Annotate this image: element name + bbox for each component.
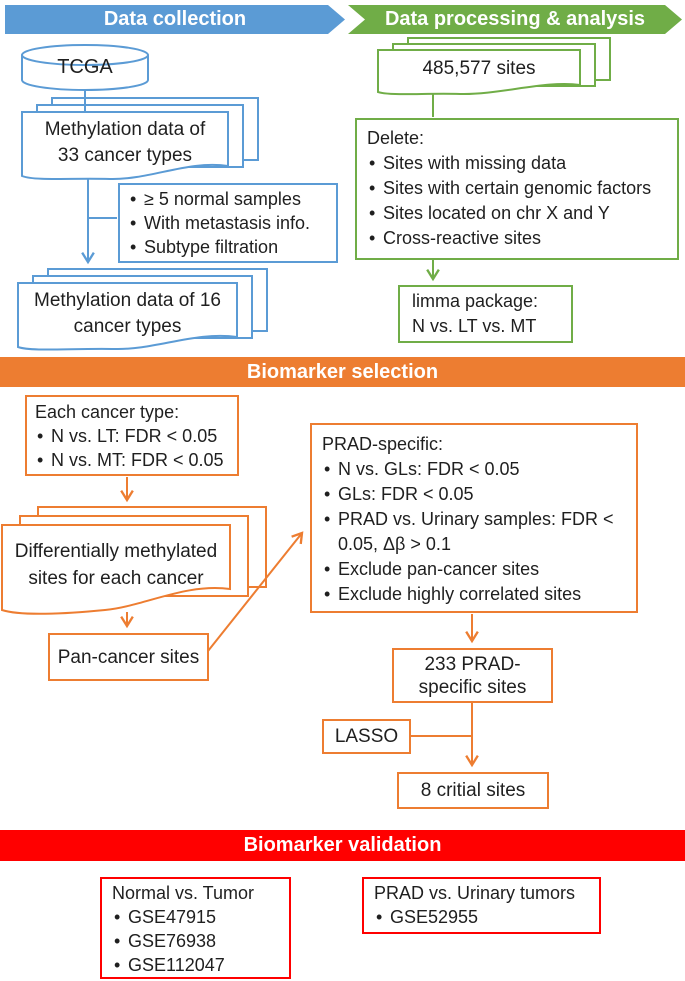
banner-data-processing-label: Data processing & analysis: [384, 8, 646, 30]
prad-specific-title: PRAD-specific:: [322, 434, 444, 454]
tcga-label: TCGA: [57, 56, 113, 78]
banner-data-processing: Data processing & analysis: [348, 5, 682, 34]
prad-bullet: N vs. GLs: FDR < 0.05: [322, 457, 626, 482]
banner-biomarker-selection-label: Biomarker selection: [246, 360, 439, 383]
each-cancer-title: Each cancer type:: [35, 402, 180, 422]
prad-specific-box: PRAD-specific: N vs. GLs: FDR < 0.05 GLs…: [310, 423, 638, 613]
connector-pan-to-prad: [207, 531, 304, 652]
pan-cancer-box: Pan-cancer sites: [48, 633, 209, 681]
prad-vs-urinary-title: PRAD vs. Urinary tumors: [374, 883, 576, 903]
limma-label: limma package: N vs. LT vs. MT: [412, 291, 539, 336]
prad-233-sites-box: 233 PRAD- specific sites: [392, 648, 553, 703]
document-shape: [377, 49, 581, 96]
banner-biomarker-validation-label: Biomarker validation: [243, 834, 442, 856]
banner-biomarker-validation: Biomarker validation: [0, 830, 685, 861]
stack-methylation-16: [17, 268, 268, 351]
delete-criteria-box: Delete: Sites with missing data Sites wi…: [355, 118, 679, 260]
validation-dataset: GSE112047: [112, 953, 279, 977]
normal-vs-tumor-box: Normal vs. Tumor GSE47915 GSE76938 GSE11…: [100, 877, 291, 979]
each-cancer-bullet: N vs. MT: FDR < 0.05: [35, 448, 229, 472]
limma-box: limma package: N vs. LT vs. MT: [398, 285, 573, 343]
banner-data-collection-label: Data collection: [103, 8, 247, 30]
each-cancer-bullet: N vs. LT: FDR < 0.05: [35, 424, 229, 448]
document-shape: [1, 524, 231, 615]
stack-diff-methylated: [1, 506, 267, 615]
diff-methylated-label: Differentially methylated sites for each…: [14, 541, 218, 589]
document-shape: [21, 111, 229, 181]
document-shape: [17, 282, 238, 351]
prad-bullet: Exclude pan-cancer sites: [322, 557, 626, 582]
prad-bullet: PRAD vs. Urinary samples: FDR < 0.05, Δβ…: [322, 507, 626, 557]
normal-vs-tumor-title: Normal vs. Tumor: [112, 883, 255, 903]
lasso-box: LASSO: [322, 719, 411, 754]
banner-biomarker-selection: Biomarker selection: [0, 357, 685, 387]
delete-title: Delete:: [367, 128, 425, 148]
prad-bullet: GLs: FDR < 0.05: [322, 482, 626, 507]
delete-bullet: Cross-reactive sites: [367, 226, 667, 251]
validation-dataset: GSE47915: [112, 905, 279, 929]
filter-bullet: Subtype filtration: [128, 235, 328, 259]
prad-vs-urinary-box: PRAD vs. Urinary tumors GSE52955: [362, 877, 601, 934]
validation-dataset: GSE52955: [374, 905, 589, 929]
sample-filter-box: ≥ 5 normal samples With metastasis info.…: [118, 183, 338, 263]
banner-data-collection: Data collection: [5, 5, 345, 34]
filter-bullet: With metastasis info.: [128, 211, 328, 235]
delete-bullet: Sites with certain genomic factors: [367, 176, 667, 201]
stack-sites: [377, 37, 611, 96]
prad-bullet: Exclude highly correlated sites: [322, 582, 626, 607]
each-cancer-box: Each cancer type: N vs. LT: FDR < 0.05 N…: [25, 395, 239, 476]
tcga-database-cylinder: [21, 44, 149, 92]
stack-methylation-33: [21, 97, 259, 181]
filter-bullet: ≥ 5 normal samples: [128, 187, 328, 211]
delete-bullet: Sites located on chr X and Y: [367, 201, 667, 226]
validation-dataset: GSE76938: [112, 929, 279, 953]
methylation-33-label: Methylation data of 33 cancer types: [44, 119, 206, 166]
sites-count-label: 485,577 sites: [422, 58, 536, 79]
critical-sites-box: 8 critial sites: [397, 772, 549, 809]
methylation-16-label: Methylation data of 16 cancer types: [34, 290, 221, 337]
delete-bullet: Sites with missing data: [367, 151, 667, 176]
